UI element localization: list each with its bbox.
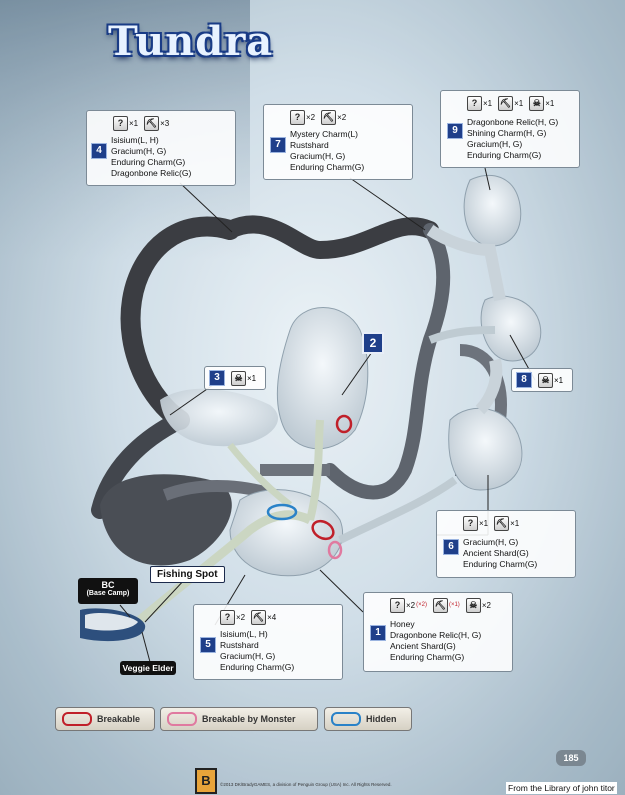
area-7-info: ?×2 ⛏×2 7 Mystery Charm(L) Rustshard Gra… [263,104,413,180]
mining-point-icon: ⛏ [251,610,267,625]
item: Dragonbone Relic(G) [111,168,192,178]
item: Enduring Charm(G) [111,157,186,167]
item: Gracium(H, G) [290,151,346,161]
area-number-badge: 3 [209,370,225,386]
item: Gracium(H, G) [463,537,519,547]
legend-hidden: Hidden [324,707,412,731]
item: Honey [390,619,415,629]
item: Enduring Charm(G) [220,662,295,672]
red-oval-icon [62,712,92,726]
gather-point-icon: ? [113,116,128,131]
publisher-logo: B [195,768,217,794]
area-9-info: ?×1 ⛏×1 ☠×1 9 Dragonbone Relic(H, G) Shi… [440,90,580,168]
page-number: 185 [556,750,586,766]
area-3-info: 3 ☠×1 [204,366,266,390]
copyright: ©2013 DK/BradyGAMES, a division of Pengu… [220,782,392,787]
area-2-badge: 2 [362,332,384,354]
area-number-badge: 5 [200,637,216,653]
legend-breakable: Breakable [55,707,155,731]
library-credit: From the Library of john titor [506,782,617,794]
item: Gracium(H, G) [111,146,167,156]
item: Dragonbone Relic(H, G) [390,630,482,640]
item: Shining Charm(H, G) [467,128,547,138]
fishing-spot-label: Fishing Spot [150,566,225,583]
item: Gracium(H, G) [467,139,523,149]
bone-point-icon: ☠ [465,598,481,613]
area-number-badge: 7 [270,137,286,153]
area-number-badge: 8 [516,372,532,388]
area-number-badge: 4 [91,143,107,159]
item: Mystery Charm(L) [290,129,359,139]
mining-point-icon: ⛏ [498,96,514,111]
area-1-info: ?×2(×2) ⛏(×1) ☠×2 1 Honey Dragonbone Rel… [363,592,513,672]
item: Enduring Charm(G) [390,652,465,662]
bone-point-icon: ☠ [538,373,553,388]
item: Rustshard [220,640,259,650]
item: Ancient Shard(G) [390,641,456,651]
item: Enduring Charm(G) [463,559,538,569]
area-4-info: ?×1 ⛏×3 4 Isisium(L, H) Gracium(H, G) En… [86,110,236,186]
mining-point-icon: ⛏ [432,598,448,613]
item: Isisium(L, H) [220,629,268,639]
gather-point-icon: ? [390,598,405,613]
gather-point-icon: ? [290,110,305,125]
base-camp-label: BC (Base Camp) [78,578,138,604]
item: Rustshard [290,140,329,150]
area-number-badge: 1 [370,625,386,641]
item: Dragonbone Relic(H, G) [467,117,559,127]
area-6-info: ?×1 ⛏×1 6 Gracium(H, G) Ancient Shard(G)… [436,510,576,578]
area-number-badge: 6 [443,539,459,555]
gather-point-icon: ? [467,96,482,111]
mining-point-icon: ⛏ [144,116,160,131]
bone-point-icon: ☠ [231,371,246,386]
item: Enduring Charm(G) [467,150,542,160]
veggie-elder-label: Veggie Elder [120,661,176,675]
mining-point-icon: ⛏ [321,110,337,125]
legend-breakable-by-monster: Breakable by Monster [160,707,318,731]
map-title: Tundra [108,18,274,65]
pink-oval-icon [167,712,197,726]
mining-point-icon: ⛏ [494,516,510,531]
area-number-badge: 9 [447,123,463,139]
item: Ancient Shard(G) [463,548,529,558]
area-5-info: ?×2 ⛏×4 5 Isisium(L, H) Rustshard Graciu… [193,604,343,680]
area-8-info: 8 ☠×1 [511,368,573,392]
blue-oval-icon [331,712,361,726]
gather-point-icon: ? [463,516,478,531]
bone-point-icon: ☠ [529,96,545,111]
gather-point-icon: ? [220,610,235,625]
item: Isisium(L, H) [111,135,159,145]
item: Gracium(H, G) [220,651,276,661]
item: Enduring Charm(G) [290,162,365,172]
